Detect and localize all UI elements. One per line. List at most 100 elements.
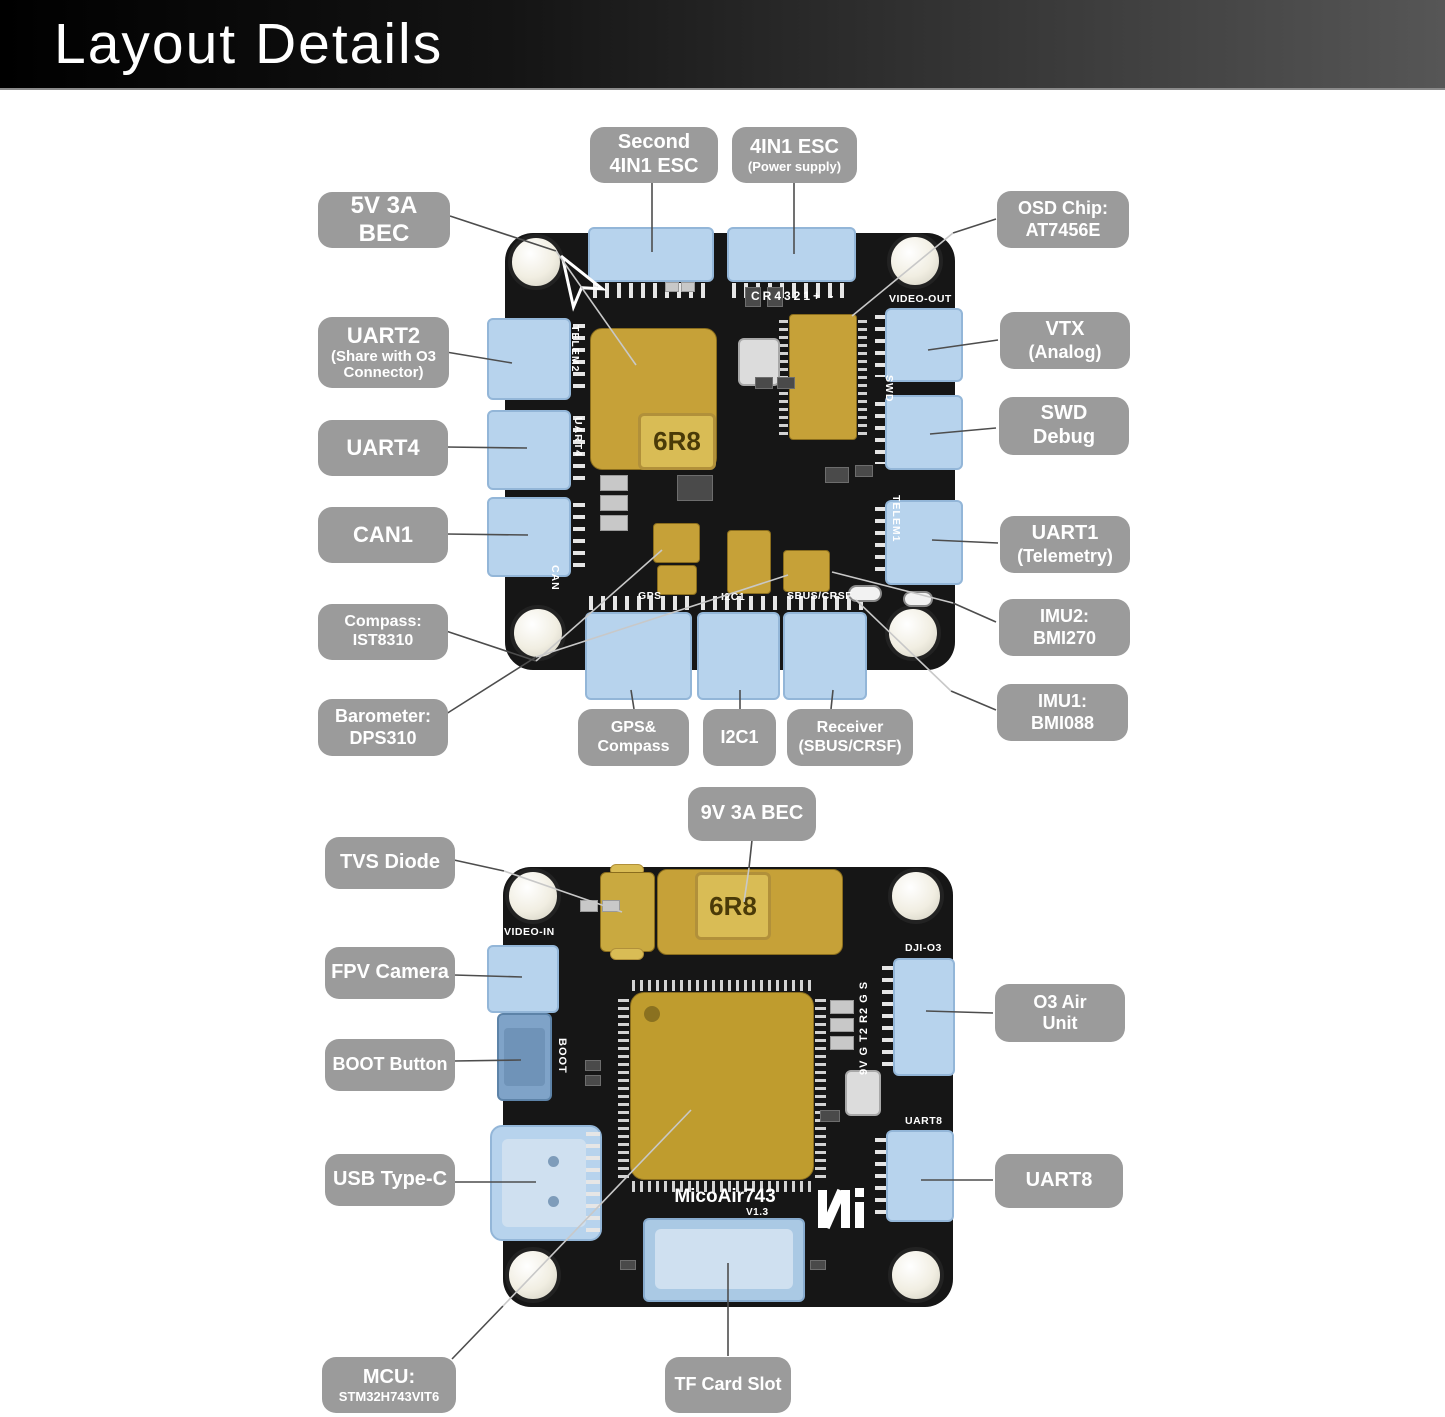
callout-text: IST8310 (352, 632, 414, 649)
callout-text: (Share with O3 Connector) (330, 347, 437, 382)
mcu-pins (632, 1181, 812, 1192)
board-top-view: 6R8 CR4321+ - VIDEO-OUT TELEM2 UART4 (487, 227, 963, 700)
pin-row (875, 507, 885, 577)
pin-row (787, 596, 865, 610)
connector-uart4 (487, 410, 571, 490)
callout-text: Second (617, 131, 691, 154)
callout-text: 5V 3A BEC (350, 191, 418, 247)
callout-swd-debug: SWD Debug (999, 397, 1129, 455)
callout-text: BOOT Button (332, 1054, 448, 1075)
callout-o3-air-unit: O3 Air Unit (995, 984, 1125, 1042)
leader-line (445, 656, 537, 715)
callout-text: USB Type-C (332, 1168, 448, 1191)
silkscreen-swd: SWD (883, 375, 895, 403)
mcu-pins (618, 994, 629, 1178)
pin-row (593, 283, 709, 298)
silkscreen-can: CAN (549, 565, 561, 591)
leader-line (535, 549, 663, 662)
leader-line (445, 533, 529, 536)
leader-line (830, 689, 834, 710)
leader-line (931, 539, 999, 544)
callout-gps-compass: GPS& Compass (578, 709, 689, 766)
callout-9v-3a-bec: 9V 3A BEC (688, 787, 816, 841)
smd-component (810, 1260, 826, 1270)
callout-text: (SBUS/CRSF) (798, 737, 902, 755)
leader-line (535, 574, 789, 658)
callout-vtx-analog: VTX (Analog) (1000, 312, 1130, 369)
board-bottom-view: 6R8 (487, 860, 960, 1315)
page-title: Layout Details (54, 12, 444, 76)
callout-text: STM32H743VIT6 (338, 1389, 440, 1405)
smd-component (830, 1018, 854, 1032)
standoff (888, 1247, 944, 1303)
callout-text: Compass (597, 737, 670, 755)
leader-line (925, 1010, 994, 1014)
leader-line (831, 571, 954, 604)
callout-text: CAN1 (353, 522, 413, 548)
tvs-tab (610, 948, 644, 960)
usb-screw (548, 1156, 559, 1167)
silkscreen-telem1: TELEM1 (890, 495, 902, 543)
smd-component (767, 287, 783, 307)
callout-5v-3a-bec: 5V 3A BEC (318, 192, 450, 248)
callout-text: TF Card Slot (674, 1374, 782, 1395)
tf-card-slot-inner (655, 1229, 793, 1289)
mcu-pins (632, 980, 812, 991)
silkscreen-video-out: VIDEO-OUT (889, 293, 952, 305)
callout-text: BMI270 (1032, 627, 1097, 648)
leader-line (449, 215, 557, 252)
solder-pad (848, 585, 882, 602)
callout-4in1-esc-power: 4IN1 ESC (Power supply) (732, 127, 857, 183)
tvs-diode (600, 872, 655, 952)
osd-chip (789, 314, 857, 440)
callout-usb-type-c: USB Type-C (325, 1154, 455, 1206)
leader-line (950, 690, 997, 711)
leader-line (748, 839, 753, 869)
callout-tvs-diode: TVS Diode (325, 837, 455, 889)
callout-text: IMU1: (1038, 691, 1087, 712)
leader-line (952, 602, 997, 623)
silkscreen-version: V1.3 (746, 1207, 769, 1218)
callout-uart8: UART8 (995, 1154, 1123, 1208)
smd-component (600, 515, 628, 531)
smd-component (600, 475, 628, 491)
callout-text: DPS310 (349, 727, 417, 748)
smd-component (681, 282, 695, 292)
smd-component (825, 467, 849, 483)
callout-text: MCU: (362, 1365, 416, 1388)
leader-line (451, 1305, 504, 1360)
mcu-pins (815, 994, 826, 1178)
silkscreen-sbus: SBUS/CRSF (787, 590, 853, 602)
mcu-pin1-dot (644, 1006, 660, 1022)
leader-line (445, 446, 528, 449)
connector-video-in (487, 945, 559, 1013)
smd-component (820, 1110, 840, 1122)
inductor-6r8: 6R8 (695, 872, 771, 940)
pin-row (875, 402, 885, 464)
smd-component (600, 495, 628, 511)
smd-component (585, 1075, 601, 1086)
callout-can1: CAN1 (318, 507, 448, 563)
standoff (888, 868, 944, 924)
leader-line (453, 974, 523, 978)
callout-text: FPV Camera (331, 961, 449, 984)
leader-line (453, 859, 505, 872)
usb-type-c-inner (502, 1139, 586, 1227)
callout-text: UART1 (1031, 522, 1099, 545)
callout-text: Debug (1032, 426, 1096, 448)
inductor-6r8: 6R8 (638, 413, 716, 470)
silkscreen-boot: BOOT (556, 1038, 568, 1074)
callout-text: (Analog) (1028, 341, 1102, 362)
callout-text: (Power supply) (747, 159, 842, 175)
callout-text: VTX (1045, 318, 1085, 341)
leader-line (630, 689, 635, 710)
leader-line (453, 1059, 522, 1062)
connector-sbus (783, 612, 867, 700)
smd-component (755, 377, 773, 389)
micoair-logo-icon (818, 1186, 870, 1230)
callout-text: 9V 3A BEC (700, 802, 804, 825)
smd-component (855, 465, 873, 477)
pin-row (732, 283, 850, 298)
connector-dji-o3 (893, 958, 955, 1076)
callout-text: IMU2: (1040, 606, 1089, 627)
